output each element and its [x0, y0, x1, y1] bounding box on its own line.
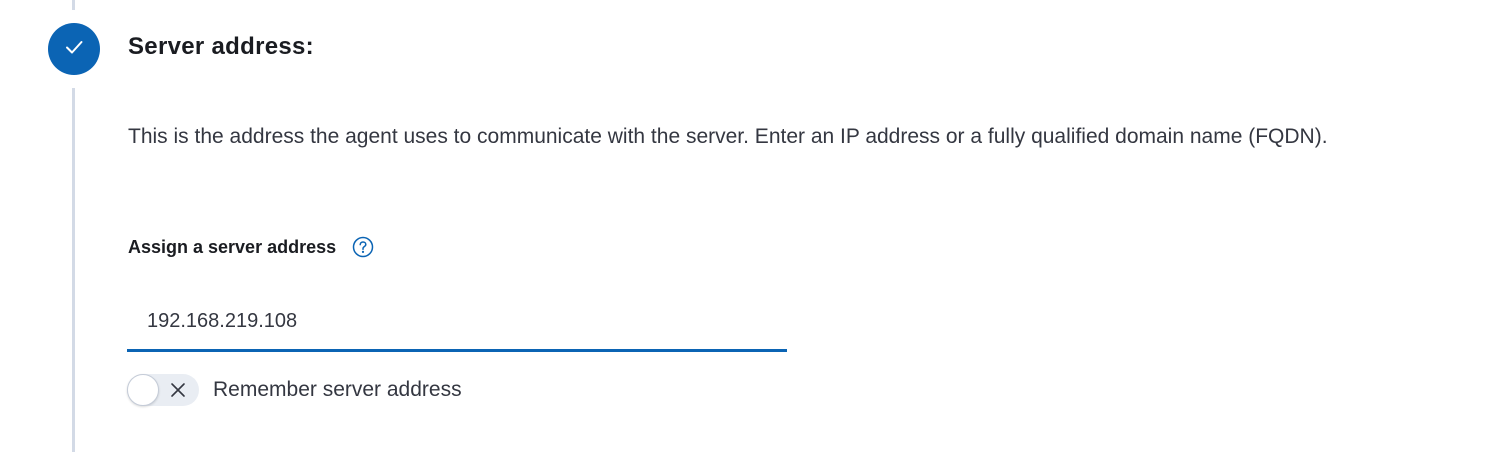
step-title: Server address: — [128, 33, 314, 60]
server-address-field — [127, 294, 787, 352]
server-address-label: Assign a server address — [128, 236, 337, 257]
remember-server-address-toggle[interactable] — [127, 374, 199, 406]
step-timeline — [72, 88, 75, 452]
remember-server-address-row: Remember server address — [127, 374, 462, 406]
question-circle-icon[interactable] — [352, 236, 374, 258]
step-description: This is the address the agent uses to co… — [128, 125, 1328, 148]
server-address-input[interactable] — [127, 294, 787, 349]
remember-server-address-label: Remember server address — [213, 378, 462, 401]
cross-icon — [169, 381, 187, 399]
step-timeline-top — [72, 0, 75, 10]
server-address-label-row: Assign a server address — [128, 236, 374, 258]
check-icon — [63, 36, 85, 63]
step-complete-indicator — [48, 23, 100, 75]
toggle-knob — [127, 374, 159, 406]
